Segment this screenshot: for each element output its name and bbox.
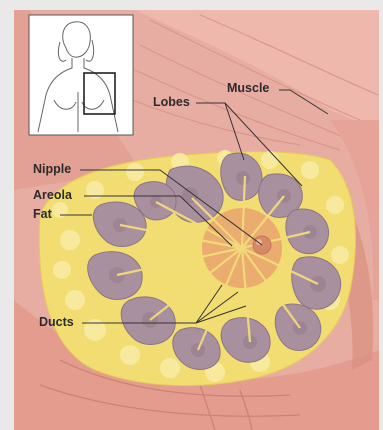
label-lobes: Lobes (153, 95, 190, 109)
label-nipple: Nipple (33, 162, 71, 176)
label-fat: Fat (33, 207, 53, 221)
label-areola: Areola (33, 188, 73, 202)
label-muscle: Muscle (227, 81, 269, 95)
label-ducts: Ducts (39, 315, 74, 329)
female-torso-outline-icon (29, 15, 133, 135)
